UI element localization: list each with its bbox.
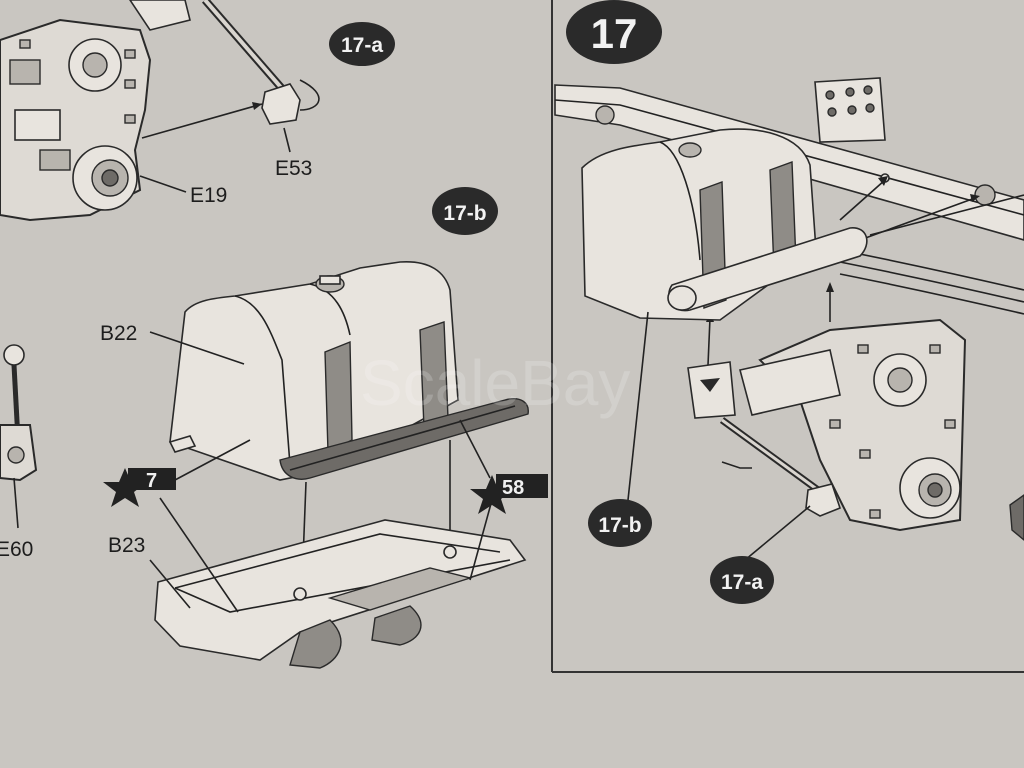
part-label-e60: E60	[0, 538, 33, 561]
callout-17-a-main-leader	[744, 505, 811, 561]
step-17-panel-frame	[551, 0, 1024, 673]
callout-17-b-main-leader	[627, 311, 649, 501]
b22-leader-line	[149, 331, 245, 365]
e53-leader-line	[283, 127, 291, 153]
small-clip-mark	[721, 461, 752, 469]
svg-text:17-a: 17-a	[721, 571, 763, 594]
b23-leader-line	[149, 559, 191, 609]
part-label-b22: B22	[100, 322, 137, 345]
watermark: ScaleBay	[360, 347, 630, 419]
callout-17-a-main: 17-a	[710, 556, 774, 604]
tank-base-b23	[154, 519, 527, 669]
ref-7-leader-to-tank	[174, 439, 251, 481]
installed-fuel-tank	[581, 128, 868, 321]
e60-leader-line	[13, 477, 19, 529]
svg-text:17-b: 17-b	[443, 202, 486, 225]
svg-text:17-a: 17-a	[341, 34, 383, 57]
svg-text:58: 58	[502, 477, 524, 499]
shifter-lever-e60	[0, 344, 38, 482]
transfer-case-sub-a	[0, 0, 320, 222]
step-17-badge: 17	[566, 0, 662, 64]
ref-7-leader-to-base	[159, 497, 239, 613]
svg-text:17-b: 17-b	[598, 514, 641, 537]
ref-58-leader-to-rail	[459, 419, 491, 479]
callout-17-a-top: 17-a	[329, 22, 395, 66]
callout-17-b-main: 17-b	[588, 499, 652, 547]
e19-leader-line	[139, 175, 187, 193]
part-label-e19: E19	[190, 184, 227, 207]
callout-17-b-top: 17-b	[432, 187, 498, 235]
ref-58-leader-to-base	[469, 499, 493, 581]
installed-transfer-case	[687, 318, 1024, 541]
fuel-tank-b22	[168, 261, 529, 481]
svg-text:17: 17	[591, 10, 638, 57]
part-label-e53: E53	[275, 157, 312, 180]
part-label-b23: B23	[108, 534, 145, 557]
paint-ref-7: 7	[103, 468, 176, 507]
paint-ref-58: 58	[470, 474, 548, 514]
svg-text:7: 7	[146, 470, 157, 492]
